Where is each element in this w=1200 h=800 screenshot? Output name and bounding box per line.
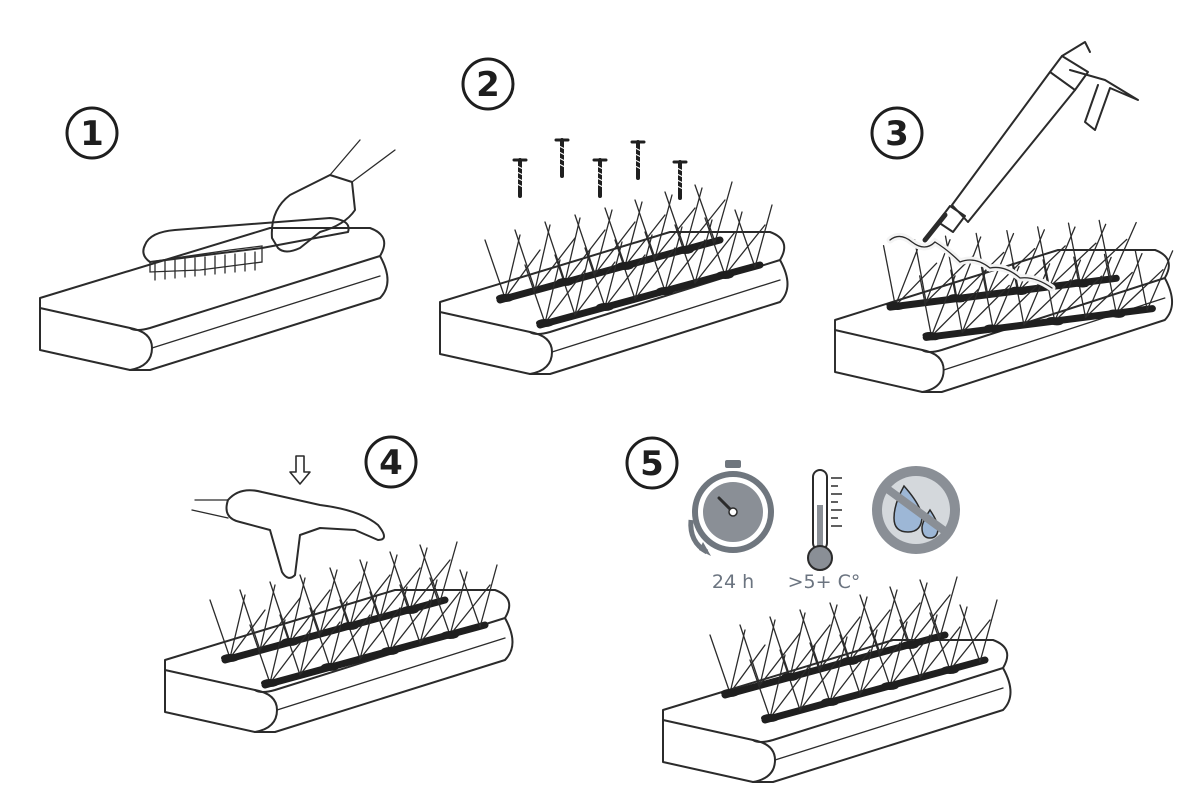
temperature-label: >5+ C° — [788, 571, 861, 593]
thermometer-icon — [807, 469, 842, 571]
stopwatch-icon — [688, 460, 774, 556]
glove-hand-icon — [191, 489, 385, 579]
ledge-4 — [164, 589, 514, 733]
spike-strip-5 — [710, 577, 997, 722]
brush-icon — [142, 217, 350, 281]
step-4-badge: 4 — [364, 435, 418, 489]
step-3-number: 3 — [885, 114, 909, 154]
step-5-number: 5 — [640, 444, 664, 484]
step-1: 1 — [39, 106, 396, 371]
step-2-badge: 2 — [461, 57, 515, 111]
spike-strip-2 — [485, 182, 772, 327]
step-2: 2 — [439, 57, 789, 375]
step-3: 3 — [834, 41, 1176, 393]
step-1-number: 1 — [80, 114, 104, 154]
step-5-badge: 5 — [625, 436, 679, 490]
step-5: 5 24 h >5+ C° — [625, 436, 1012, 783]
step-1-badge: 1 — [65, 106, 119, 160]
step-4: 4 — [164, 435, 514, 733]
time-label: 24 h — [712, 571, 754, 593]
step-4-number: 4 — [379, 443, 403, 483]
screw-icon — [512, 138, 688, 200]
arrow-down-icon — [289, 455, 311, 485]
no-water-icon — [872, 466, 960, 554]
caulk-gun-icon — [922, 41, 1139, 243]
step-3-badge: 3 — [870, 106, 924, 160]
step-2-number: 2 — [476, 65, 500, 105]
ledge-1 — [39, 227, 389, 371]
glove-hand-icon — [270, 139, 396, 253]
